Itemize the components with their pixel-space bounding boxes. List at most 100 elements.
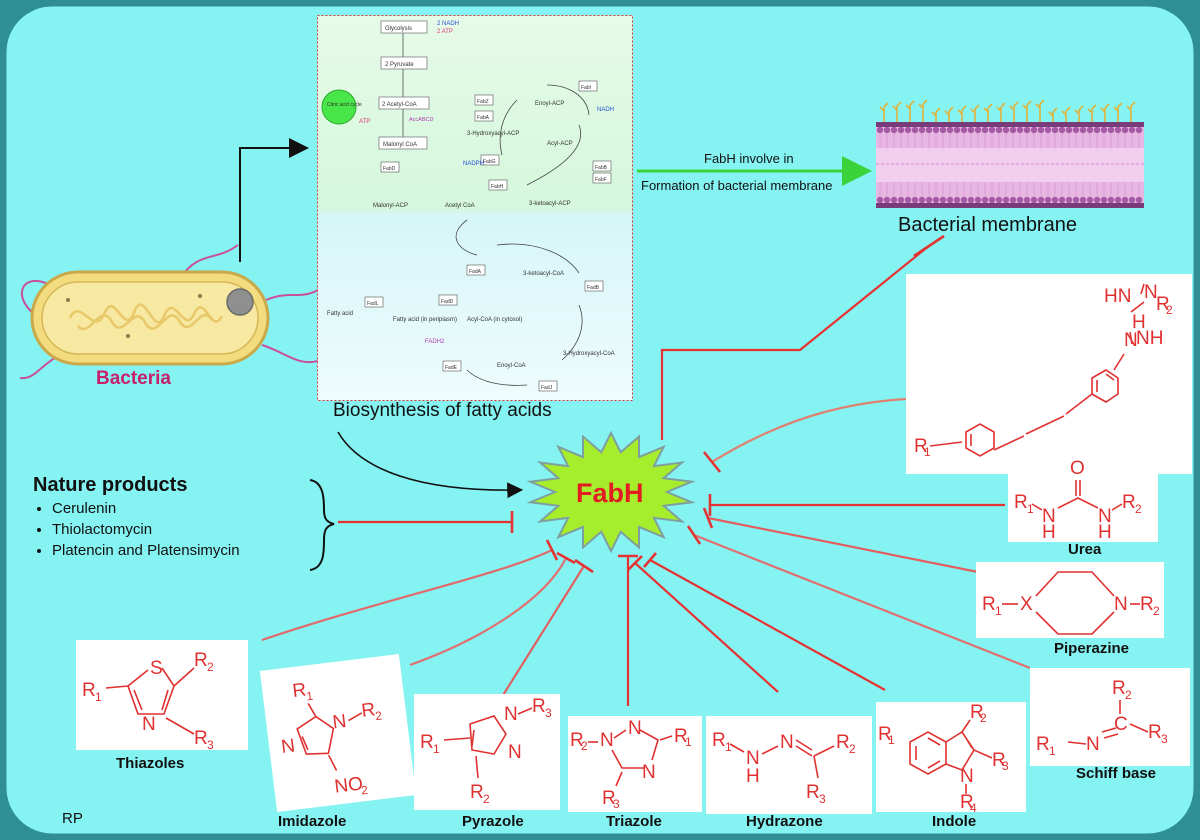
curly-brace xyxy=(309,479,335,571)
svg-text:1: 1 xyxy=(995,604,1002,618)
svg-text:1: 1 xyxy=(95,690,102,704)
svg-text:N: N xyxy=(746,748,760,769)
fabh-label: FabH xyxy=(576,478,644,508)
step-enoyl-coa: Enoyl-CoA xyxy=(497,363,526,369)
step-pyruvate: 2 Pyruvate xyxy=(385,62,414,68)
scaffold-guanidine-hydrazone: HN N R2 H N NH R1 xyxy=(906,274,1192,474)
step-acyl-acp: Acyl-ACP xyxy=(547,141,573,147)
svg-text:R: R xyxy=(1036,734,1050,755)
svg-text:H: H xyxy=(1098,522,1112,542)
svg-text:R: R xyxy=(806,782,820,803)
scaffold-triazole: R2 N N N R1 R3 xyxy=(568,716,702,812)
scaffold-label-urea: Urea xyxy=(1068,541,1102,558)
svg-text:N: N xyxy=(1086,734,1100,755)
svg-text:R: R xyxy=(291,680,307,703)
svg-text:N: N xyxy=(504,704,518,725)
svg-text:R: R xyxy=(1014,492,1028,513)
nature-product-item: Thiolactomycin xyxy=(52,519,240,540)
cofactor-atp-2: ATP xyxy=(359,119,370,125)
pathway-caption: Biosynthesis of fatty acids xyxy=(333,400,552,421)
svg-text:2: 2 xyxy=(849,742,856,756)
svg-text:2: 2 xyxy=(360,783,369,798)
svg-text:N: N xyxy=(780,732,794,753)
bacteria-label: Bacteria xyxy=(96,368,171,389)
enzyme-fabz: FabZ xyxy=(477,99,489,105)
svg-text:2: 2 xyxy=(483,792,490,806)
pathway-to-fabh-arrow xyxy=(337,431,524,499)
svg-text:2: 2 xyxy=(1135,502,1142,516)
scaffold-label-piperazine: Piperazine xyxy=(1054,640,1130,657)
svg-text:R: R xyxy=(602,788,616,809)
fatty-acid-pathway-figure: Glycolysis 2 NADH 2 ATP 2 Pyruvate 2 Ace… xyxy=(317,15,633,401)
svg-text:C: C xyxy=(1114,714,1128,735)
step-ketoacyl-coa: 3-ketoacyl-CoA xyxy=(523,271,564,277)
nature-product-item: Cerulenin xyxy=(52,498,240,519)
svg-text:NH: NH xyxy=(1136,328,1163,349)
cofactor-atp: 2 ATP xyxy=(437,29,453,35)
svg-text:R: R xyxy=(1122,492,1136,513)
svg-text:N: N xyxy=(600,730,614,751)
svg-text:4: 4 xyxy=(970,801,977,812)
svg-text:N: N xyxy=(508,742,522,763)
nature-products-list: Cerulenin Thiolactomycin Platencin and P… xyxy=(30,498,240,561)
svg-text:R: R xyxy=(1148,722,1162,743)
scaffold-indole: R1 N R4 R2 R3 xyxy=(876,702,1026,812)
step-fatty-acid: Fatty acid xyxy=(327,311,353,317)
svg-text:R: R xyxy=(982,594,996,615)
svg-text:O: O xyxy=(1070,458,1085,479)
bacteria-to-pathway-arrow xyxy=(239,138,309,262)
svg-text:1: 1 xyxy=(1027,502,1034,516)
svg-text:3: 3 xyxy=(1002,759,1009,773)
enzyme-fadj: FadJ xyxy=(541,385,553,391)
svg-text:R: R xyxy=(194,728,208,749)
svg-text:HN: HN xyxy=(1104,286,1131,307)
step-acetyl-coa-2: Acetyl CoA xyxy=(445,203,475,209)
scaffold-label-hydrazone: Hydrazone xyxy=(746,813,823,830)
svg-text:2: 2 xyxy=(980,711,987,725)
enzyme-fade: FadE xyxy=(445,365,458,371)
enzyme-fadb: FadB xyxy=(587,285,600,291)
scaffold-label-indole: Indole xyxy=(932,813,977,830)
svg-text:1: 1 xyxy=(1049,744,1056,758)
enzyme-fabg: FabG xyxy=(483,159,496,165)
svg-text:N: N xyxy=(1042,506,1056,527)
svg-text:R: R xyxy=(960,792,974,812)
svg-text:2: 2 xyxy=(1153,604,1160,618)
svg-text:R: R xyxy=(82,680,96,701)
svg-text:3: 3 xyxy=(1161,732,1168,746)
enzyme-fabh: FabH xyxy=(491,184,504,190)
svg-text:N: N xyxy=(628,718,642,739)
svg-text:3: 3 xyxy=(613,797,620,811)
svg-text:N: N xyxy=(142,714,156,735)
membrane-arrow-label-bottom: Formation of bacterial membrane xyxy=(641,178,833,193)
svg-text:R: R xyxy=(194,650,208,671)
fabh-starburst xyxy=(526,430,696,554)
step-acyl-coa: Acyl-CoA (in cytosol) xyxy=(467,317,522,323)
svg-text:R: R xyxy=(532,696,546,717)
svg-text:H: H xyxy=(746,766,760,787)
svg-text:1: 1 xyxy=(433,742,440,756)
enzyme-fabi: FabI xyxy=(581,85,591,91)
svg-text:N: N xyxy=(960,766,974,787)
svg-text:1: 1 xyxy=(888,733,895,747)
cofactor-nadh: 2 NADH xyxy=(437,21,459,27)
step-malonyl-coa: Malonyl CoA xyxy=(383,142,417,148)
cofactor-fadh2: FADH2 xyxy=(425,339,445,345)
svg-text:1: 1 xyxy=(685,735,692,749)
cofactor-nadh-2: NADH xyxy=(597,107,614,113)
enzyme-accabcd: AccABCD xyxy=(409,117,433,123)
enzyme-fada: FadA xyxy=(469,269,482,275)
svg-text:N: N xyxy=(331,711,347,734)
svg-text:N: N xyxy=(280,735,296,758)
svg-text:2: 2 xyxy=(1166,303,1173,317)
svg-text:R: R xyxy=(470,782,484,803)
svg-text:R: R xyxy=(1156,294,1170,315)
svg-text:R: R xyxy=(674,726,688,747)
svg-text:1: 1 xyxy=(725,740,732,754)
svg-text:X: X xyxy=(1020,594,1033,615)
